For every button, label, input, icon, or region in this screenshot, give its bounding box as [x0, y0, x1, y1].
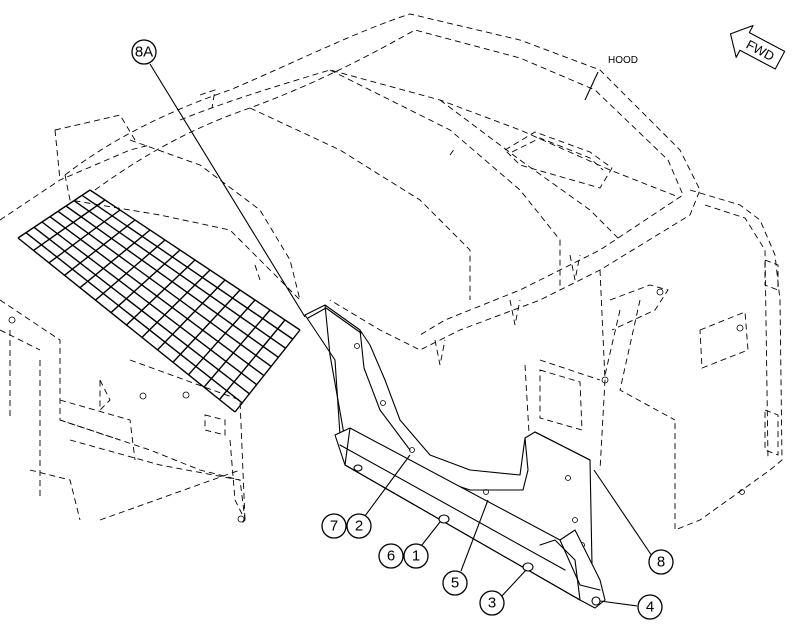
hood-label: HOOD — [608, 55, 638, 66]
callout-3: 3 — [479, 590, 505, 616]
svg-text:8A: 8A — [135, 44, 153, 61]
fwd-arrow-icon: FWD — [729, 24, 786, 70]
callout-6: 6 — [378, 543, 404, 569]
svg-text:5: 5 — [451, 575, 459, 592]
svg-text:6: 6 — [387, 548, 395, 565]
callout-4: 4 — [637, 594, 663, 620]
svg-text:7: 7 — [330, 518, 338, 535]
machine-body — [0, 114, 246, 526]
callout-7: 7 — [321, 513, 347, 539]
right-side-panel — [524, 189, 783, 531]
callout-8: 8 — [648, 549, 674, 575]
hood-outline — [64, 13, 701, 366]
svg-text:4: 4 — [646, 599, 654, 616]
svg-text:8: 8 — [657, 554, 665, 571]
svg-text:1: 1 — [412, 548, 420, 565]
callout-5: 5 — [442, 570, 468, 596]
callout-1: 1 — [403, 543, 429, 569]
grill-mesh — [17, 189, 301, 413]
callout-2: 2 — [346, 513, 372, 539]
svg-text:2: 2 — [355, 518, 363, 535]
svg-text:3: 3 — [488, 595, 496, 612]
callout-8a: 8A — [131, 39, 157, 65]
lower-rail — [334, 427, 606, 609]
